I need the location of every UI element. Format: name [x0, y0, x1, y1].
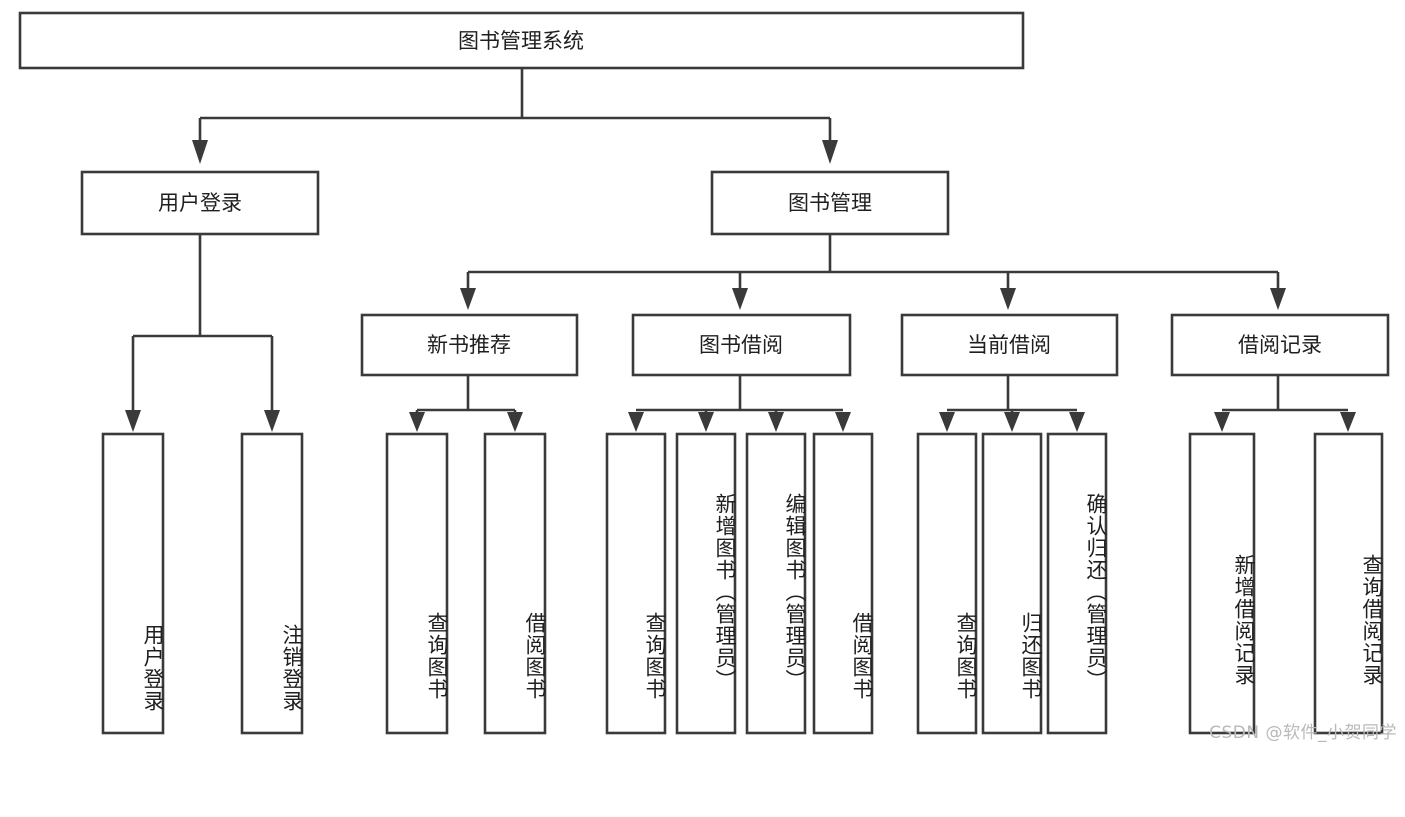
arrow-newbooks-to-borrow	[507, 412, 523, 432]
node-book-management-rect[interactable]	[710, 170, 950, 236]
node-root-system-rect[interactable]	[18, 11, 1025, 70]
arrow-root-to-book-manage	[822, 140, 838, 164]
arrow-bookmanage-to-new-books	[460, 288, 476, 310]
leaf-box-add-book-admin[interactable]	[675, 432, 737, 735]
arrow-root-to-user-login	[192, 140, 208, 164]
leaf-box-borrow-book-new[interactable]	[483, 432, 547, 735]
leaf-box-confirm-return-admin[interactable]	[1046, 432, 1108, 735]
node-borrow-records-label: 借阅记录	[1238, 333, 1322, 357]
node-root-system[interactable]: 图书管理系统	[18, 11, 1025, 70]
leaf-box-query-book-borrow[interactable]	[605, 432, 667, 735]
node-borrow-records[interactable]: 借阅记录	[1170, 313, 1390, 377]
edge-group-user-login	[125, 234, 280, 432]
node-book-borrow-rect[interactable]	[631, 313, 852, 377]
node-user-login-label: 用户登录	[158, 191, 242, 215]
leaf-box-group	[101, 432, 1384, 735]
arrow-userlogin-to-logout	[264, 410, 280, 432]
edge-group-borrow-records	[1214, 375, 1356, 432]
node-borrow-records-rect[interactable]	[1170, 313, 1390, 377]
diagram-canvas-root: 图书管理系统 用户登录 图书管理 新书推荐 图书借阅 当前借阅 借阅记录	[18, 11, 1397, 743]
node-book-management[interactable]: 图书管理	[710, 170, 950, 236]
arrow-current-to-return	[1004, 412, 1020, 432]
node-current-borrow[interactable]: 当前借阅	[900, 313, 1119, 377]
node-book-borrow[interactable]: 图书借阅	[631, 313, 852, 377]
arrow-bookmanage-to-borrow	[732, 288, 748, 310]
edge-group-new-books	[409, 375, 523, 432]
edge-group-current-borrow	[939, 375, 1085, 432]
node-book-borrow-label: 图书借阅	[699, 333, 783, 357]
leaf-box-user-logout[interactable]	[240, 432, 304, 735]
arrow-userlogin-to-login	[125, 410, 141, 432]
arrow-bookmanage-to-current	[1000, 288, 1016, 310]
arrow-bookborrow-to-edit	[768, 412, 784, 432]
arrow-records-to-add	[1214, 412, 1230, 432]
arrow-bookmanage-to-records	[1270, 288, 1286, 310]
arrow-current-to-query	[939, 412, 955, 432]
node-current-borrow-label: 当前借阅	[967, 333, 1051, 357]
arrow-current-to-confirm	[1069, 412, 1085, 432]
node-new-book-recommend[interactable]: 新书推荐	[360, 313, 579, 377]
hierarchy-diagram-svg: 图书管理系统 用户登录 图书管理 新书推荐 图书借阅 当前借阅 借阅记录	[18, 11, 1390, 735]
arrow-newbooks-to-query	[409, 412, 425, 432]
node-new-book-recommend-label: 新书推荐	[427, 333, 511, 357]
leaf-box-edit-book-admin[interactable]	[745, 432, 807, 735]
edge-group-book-manage	[460, 234, 1286, 310]
leaf-box-add-borrow-record[interactable]	[1188, 432, 1256, 735]
node-root-system-label: 图书管理系统	[458, 29, 584, 53]
edge-group-book-borrow	[628, 375, 851, 432]
node-user-login-rect[interactable]	[80, 170, 320, 236]
leaf-box-query-borrow-record[interactable]	[1313, 432, 1384, 735]
csdn-watermark: CSDN @软件_小贺同学	[1209, 723, 1397, 743]
leaf-box-return-book[interactable]	[981, 432, 1043, 735]
leaf-box-borrow-book[interactable]	[812, 432, 874, 735]
leaf-box-user-login[interactable]	[101, 432, 165, 735]
arrow-records-to-query	[1340, 412, 1356, 432]
edge-group-root	[192, 68, 838, 164]
arrow-bookborrow-to-add	[698, 412, 714, 432]
node-user-login[interactable]: 用户登录	[80, 170, 320, 236]
node-current-borrow-rect[interactable]	[900, 313, 1119, 377]
leaf-box-query-book-current[interactable]	[916, 432, 978, 735]
arrow-bookborrow-to-borrow	[835, 412, 851, 432]
node-new-book-recommend-rect[interactable]	[360, 313, 579, 377]
arrow-bookborrow-to-query	[628, 412, 644, 432]
leaf-box-query-book-new[interactable]	[385, 432, 449, 735]
node-book-management-label: 图书管理	[788, 191, 872, 215]
